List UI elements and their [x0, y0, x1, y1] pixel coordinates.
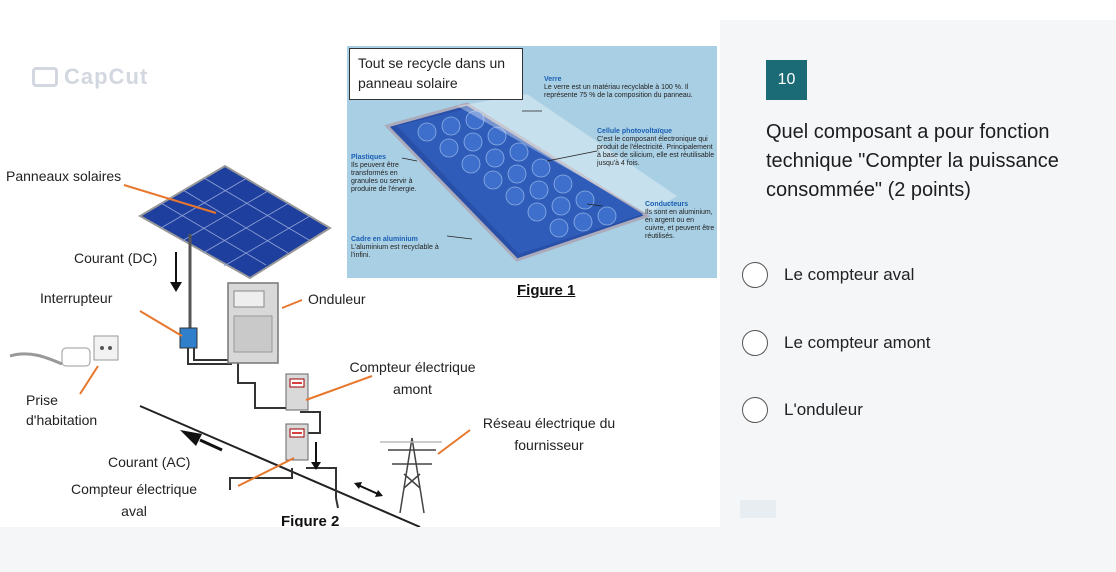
solar-cell-panel-illustration — [384, 94, 677, 262]
answer-option-compteur-amont[interactable]: Le compteur amont — [742, 330, 930, 356]
label-compteur-amont-line2: amont — [393, 381, 432, 397]
answer-option-label: Le compteur aval — [784, 265, 915, 284]
annotation-cellule: Cellule photovoltaïque C'est le composan… — [597, 128, 715, 168]
annotation-cadre: Cadre en aluminium L'aluminium est recyc… — [351, 236, 447, 260]
ground-line — [139, 405, 421, 527]
answer-option-compteur-aval[interactable]: Le compteur aval — [742, 262, 914, 288]
label-compteur-amont-line1: Compteur électrique — [349, 359, 476, 375]
radio-button[interactable] — [742, 262, 768, 288]
figure1-caption: Figure 1 — [517, 282, 576, 299]
label-compteur-aval-line2: aval — [121, 503, 147, 519]
watermark-text: CapCut — [64, 64, 149, 89]
inverter-icon — [227, 282, 279, 364]
answer-option-label: L'onduleur — [784, 400, 863, 419]
figure1-solar-panel-photo: Tout se recycle dans un panneau solaire … — [347, 46, 717, 278]
label-compteur-aval-line1: Compteur électrique — [70, 481, 198, 497]
answer-option-onduleur[interactable]: L'onduleur — [742, 397, 863, 423]
annotation-conducteurs-title: Conducteurs — [645, 201, 689, 208]
bottom-margin — [0, 527, 1116, 572]
radio-button[interactable] — [742, 330, 768, 356]
answer-option-label: Le compteur amont — [784, 333, 931, 352]
upstream-meter-icon — [285, 373, 309, 411]
downstream-meter-icon — [285, 423, 309, 461]
annotation-cellule-text: C'est le composant électronique qui prod… — [597, 136, 715, 167]
question-text: Quel composant a pour fonction technique… — [766, 121, 1059, 201]
capcut-watermark: CapCut — [32, 64, 148, 90]
quiz-panel: 10 Quel composant a pour fonction techni… — [720, 20, 1116, 527]
label-prise-habitation: Prise d'habitation — [26, 390, 97, 430]
power-outlet-icon — [9, 335, 119, 367]
annotation-verre-title: Verre — [544, 76, 562, 83]
annotation-conducteurs-text: Ils sont en aluminium, en argent ou en c… — [645, 209, 715, 240]
annotation-plastiques: Plastiques Ils peuvent être transformés … — [351, 154, 421, 194]
annotation-plastiques-title: Plastiques — [351, 154, 387, 161]
label-courant-ac: Courant (AC) — [108, 454, 191, 470]
annotation-cadre-text: L'aluminium est recyclable à l'infini. — [351, 244, 439, 259]
annotation-cadre-title: Cadre en aluminium — [351, 236, 418, 243]
top-margin — [0, 0, 1116, 20]
solar-installation-diagram — [9, 164, 471, 527]
label-compteur-amont: Compteur électrique amont — [345, 356, 480, 400]
question-number-badge: 10 — [766, 60, 807, 100]
label-onduleur: Onduleur — [308, 291, 366, 307]
power-pylon-icon — [380, 437, 442, 514]
label-interrupteur: Interrupteur — [40, 290, 113, 306]
figure1-title-box: Tout se recycle dans un panneau solaire — [349, 48, 523, 100]
label-courant-dc: Courant (DC) — [74, 250, 158, 266]
label-compteur-aval: Compteur électrique aval — [64, 478, 204, 522]
label-prise-line2: d'habitation — [26, 412, 98, 428]
figure2-caption: Figure 2 — [281, 513, 340, 527]
solar-panel-icon — [137, 164, 332, 338]
label-reseau-line2: fournisseur — [514, 437, 584, 453]
label-reseau-electrique: Réseau électrique du fournisseur — [476, 412, 622, 456]
label-reseau-line1: Réseau électrique du — [482, 415, 616, 431]
annotation-conducteurs: Conducteurs Ils sont en aluminium, en ar… — [645, 201, 715, 241]
figure-area: CapCut Panneaux solaires Courant (DC) In… — [0, 38, 720, 527]
label-panneaux-solaires: Panneaux solaires — [6, 168, 122, 184]
annotation-verre: Verre Le verre est un matériau recyclabl… — [544, 76, 694, 100]
radio-button[interactable] — [742, 397, 768, 423]
switch-box — [179, 327, 198, 349]
capcut-logo-icon — [32, 67, 58, 87]
panel-corner-mark — [740, 500, 776, 518]
label-prise-line1: Prise — [26, 392, 58, 408]
annotation-cellule-title: Cellule photovoltaïque — [597, 128, 673, 135]
annotation-plastiques-text: Ils peuvent être transformés en granules… — [351, 162, 417, 193]
annotation-verre-text: Le verre est un matériau recyclable à 10… — [544, 84, 693, 99]
